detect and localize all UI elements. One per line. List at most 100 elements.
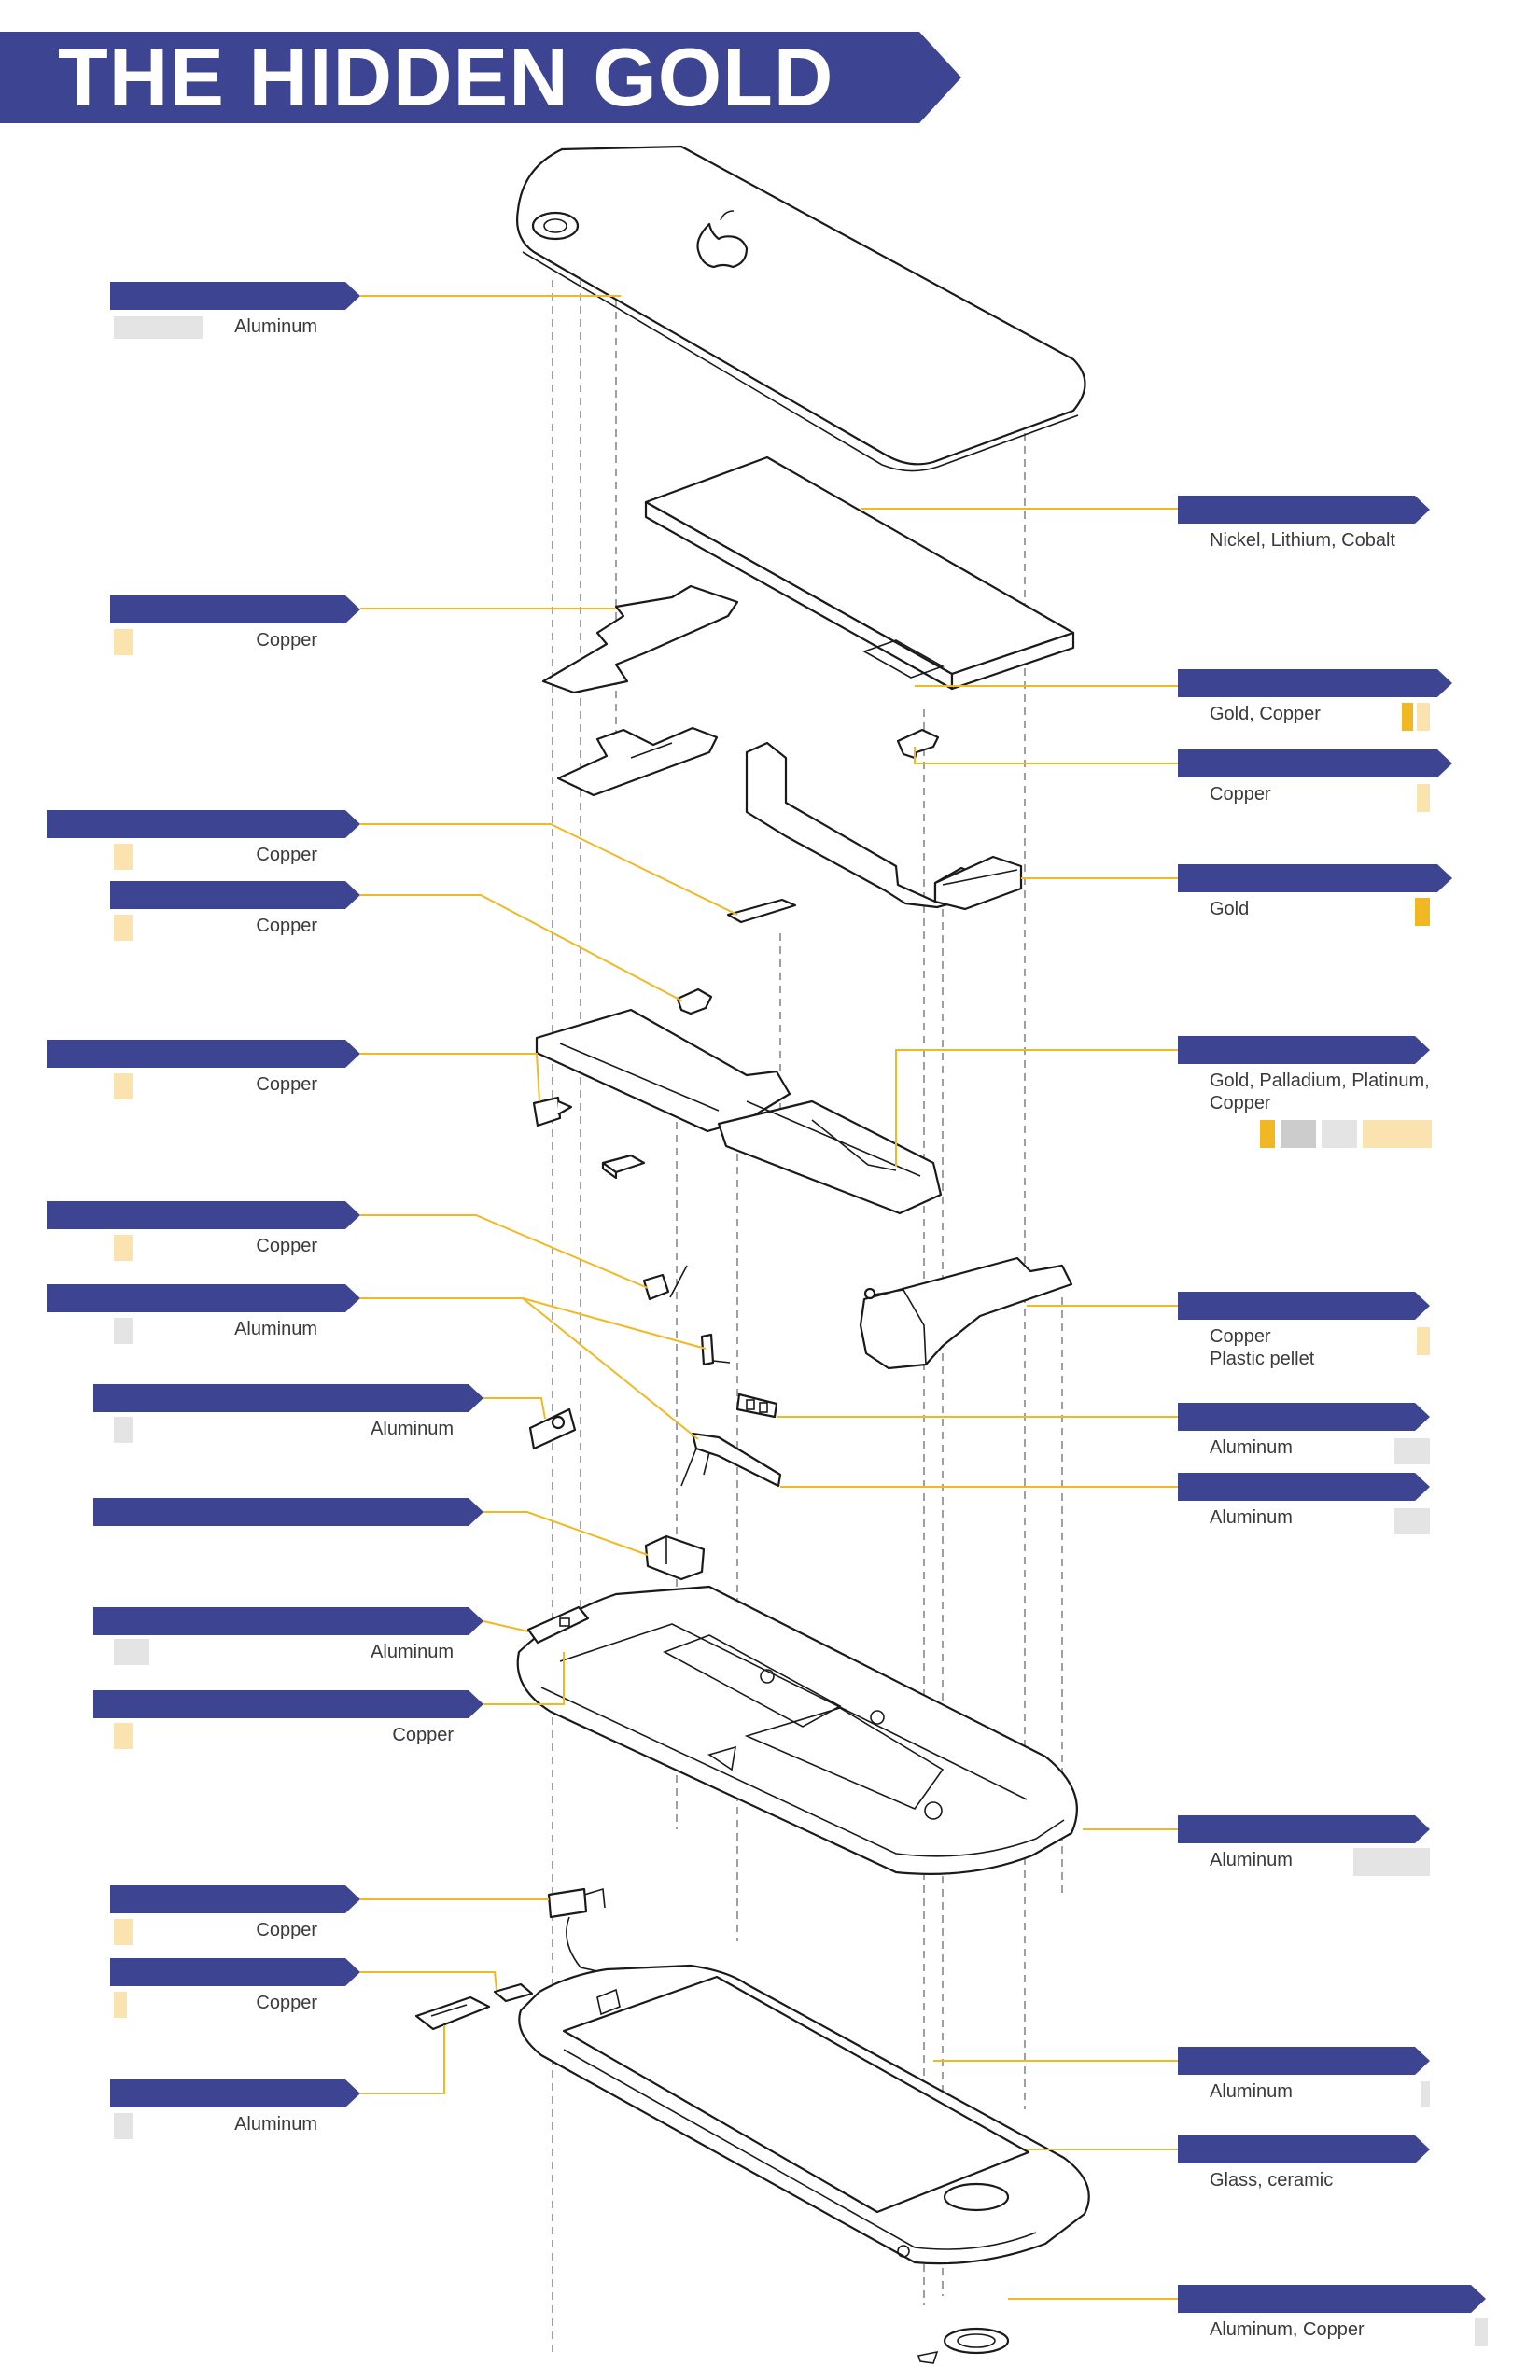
headphone-jack-part xyxy=(644,1534,706,1581)
rear-camera-material: Copper xyxy=(256,1074,317,1095)
mid-frame-material: Aluminum xyxy=(1210,1850,1293,1870)
pressure-contact-material: Copper xyxy=(1210,784,1271,805)
vibrator-part xyxy=(676,987,713,1015)
display-assembly-part xyxy=(518,1964,1090,2265)
wifi-antenna-swatch-copper xyxy=(1417,1327,1430,1355)
silent-bracket-material: Aluminum xyxy=(234,1319,317,1339)
circuit-board-leader-line xyxy=(895,1049,1178,1167)
front-facing-camera-material: Copper xyxy=(256,1236,317,1256)
home-button-part xyxy=(917,2327,1010,2364)
volume-button-material: Aluminum xyxy=(1210,1437,1293,1458)
circuit-board-swatch-gold xyxy=(1260,1120,1275,1148)
pressure-contact-part xyxy=(896,728,940,760)
battery-label-tag xyxy=(1178,496,1430,524)
display-assembly-label-tag xyxy=(1178,2047,1430,2075)
silent-bracket-leader-line xyxy=(360,1297,707,1440)
dock-connector-cover-part xyxy=(726,898,797,924)
circuit-board-swatch-aluminum xyxy=(1322,1120,1357,1148)
circuit-board-swatch-platinum xyxy=(1281,1120,1316,1148)
camera-module-part xyxy=(601,1154,646,1180)
connector-cover-part xyxy=(541,584,739,694)
sim-tray-swatch-aluminum xyxy=(114,2113,133,2139)
circuit-board-part xyxy=(535,1008,943,1215)
mid-frame-part xyxy=(516,1585,1078,1875)
home-button-material: Aluminum, Copper xyxy=(1210,2319,1365,2340)
sim-card-label-tag xyxy=(110,1958,360,1986)
lcd-cables-material: Copper xyxy=(256,1920,317,1940)
power-sensor-cables-leader-line xyxy=(483,1652,565,1705)
connector-bracket-part xyxy=(556,726,719,797)
dock-connector-label-tag xyxy=(1178,864,1452,892)
dock-connector-material: Gold xyxy=(1210,899,1250,919)
silent-bracket-label-tag xyxy=(47,1284,360,1312)
sim-card-material: Copper xyxy=(256,1993,317,2013)
sim-card-part xyxy=(493,1982,534,2003)
power-lock-button-material: Aluminum xyxy=(371,1419,454,1439)
battery-material: Nickel, Lithium, Cobalt xyxy=(1210,530,1395,551)
battery-connector-label-tag xyxy=(1178,669,1452,697)
silent-switch-part xyxy=(700,1333,731,1366)
battery-part xyxy=(644,455,1075,691)
screen-material: Glass, ceramic xyxy=(1210,2170,1334,2191)
battery-connector-swatch-copper xyxy=(1417,703,1430,731)
casing-material: Aluminum xyxy=(234,316,317,337)
volume-bracket-part xyxy=(680,1432,782,1488)
front-facing-camera-swatch-copper xyxy=(114,1235,133,1261)
rear-camera-leader-line xyxy=(360,1053,540,1102)
mid-frame-label-tag xyxy=(1178,1815,1430,1843)
volume-bracket-material: Aluminum xyxy=(1210,1507,1293,1528)
dock-connector-cover-label-tag xyxy=(47,810,360,838)
mid-frame-swatch-aluminum xyxy=(1353,1848,1430,1876)
dock-connector-cover-swatch-copper xyxy=(114,844,133,870)
battery-connector-material: Gold, Copper xyxy=(1210,704,1321,724)
sim-tray-part xyxy=(414,1995,491,2031)
headphone-jack-label-tag xyxy=(93,1498,483,1526)
dock-connector-flex-part xyxy=(745,741,1023,911)
title-banner xyxy=(0,32,961,123)
volume-bracket-swatch-aluminum xyxy=(1394,1508,1430,1534)
power-sensor-cables-swatch-copper xyxy=(114,1723,133,1749)
power-lock-bracket-part xyxy=(526,1605,590,1645)
home-button-label-tag xyxy=(1178,2285,1486,2313)
casing-swatch-aluminum xyxy=(114,316,203,339)
dock-connector-cover-material: Copper xyxy=(256,845,317,865)
circuit-board-label-tag xyxy=(1178,1036,1430,1064)
wifi-antenna-material: Plastic pellet xyxy=(1210,1349,1315,1369)
sim-card-leader-line xyxy=(360,1971,497,1991)
lcd-cables-part xyxy=(547,1887,606,1972)
volume-button-label-tag xyxy=(1178,1403,1430,1431)
volume-button-swatch-aluminum xyxy=(1394,1438,1430,1464)
leader-lines xyxy=(360,295,1178,2300)
vibrator-label-tag xyxy=(110,881,360,909)
page-title: THE HIDDEN GOLD xyxy=(58,31,834,123)
front-facing-camera-label-tag xyxy=(47,1201,360,1229)
sim-tray-material: Aluminum xyxy=(234,2114,317,2135)
connector-cover-label-tag xyxy=(110,595,360,623)
power-sensor-cables-label-tag xyxy=(93,1690,483,1718)
pressure-contact-label-tag xyxy=(1178,749,1452,777)
lcd-cables-swatch-copper xyxy=(114,1919,133,1945)
rear-camera-part xyxy=(532,1096,573,1127)
circuit-board-material: Gold, Palladium, Platinum, xyxy=(1210,1071,1430,1091)
lcd-cables-label-tag xyxy=(110,1885,360,1913)
volume-bracket-label-tag xyxy=(1178,1473,1430,1501)
circuit-board-material: Copper xyxy=(1210,1093,1271,1113)
dock-connector-swatch-gold xyxy=(1415,898,1430,926)
sim-card-swatch-copper xyxy=(114,1992,127,2018)
display-assembly-material: Aluminum xyxy=(1210,2081,1293,2102)
power-lock-button-swatch-aluminum xyxy=(114,1417,133,1443)
display-assembly-swatch-aluminum xyxy=(1421,2081,1430,2107)
power-lock-button-leader-line xyxy=(483,1397,546,1420)
pressure-contact-swatch-copper xyxy=(1417,784,1430,812)
wifi-antenna-material: Copper xyxy=(1210,1326,1271,1347)
screen-label-tag xyxy=(1178,2135,1430,2163)
casing-part xyxy=(516,145,1086,472)
front-camera-part xyxy=(642,1265,688,1301)
dock-connector-cover-leader-line xyxy=(360,823,738,916)
connector-cover-swatch-copper xyxy=(114,629,133,655)
sim-tray-leader-line xyxy=(360,2025,445,2094)
power-lock-button-part xyxy=(528,1407,577,1450)
wifi-antenna-part xyxy=(859,1256,1073,1370)
circuit-board-swatch-copper xyxy=(1363,1120,1432,1148)
